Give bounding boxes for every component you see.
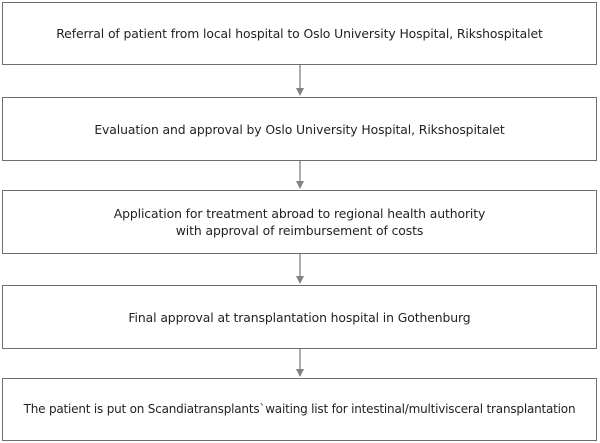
arrow-2-to-3 bbox=[296, 161, 304, 189]
step-3-text: Application for treatment abroad to regi… bbox=[114, 205, 486, 239]
step-3-application-box: Application for treatment abroad to regi… bbox=[2, 190, 597, 254]
step-5-waiting-list-box: The patient is put on Scandiatransplants… bbox=[2, 378, 597, 441]
step-4-final-approval-box: Final approval at transplantation hospit… bbox=[2, 285, 597, 349]
step-2-text: Evaluation and approval by Oslo Universi… bbox=[94, 121, 505, 137]
step-1-referral-box: Referral of patient from local hospital … bbox=[2, 2, 597, 65]
step-3-text-line-2: with approval of reimbursement of costs bbox=[175, 223, 424, 238]
step-2-evaluation-box: Evaluation and approval by Oslo Universi… bbox=[2, 97, 597, 161]
arrow-4-to-5 bbox=[296, 349, 304, 377]
step-5-text: The patient is put on Scandiatransplants… bbox=[23, 402, 576, 416]
step-3-text-line-1: Application for treatment abroad to regi… bbox=[113, 206, 486, 221]
step-1-text: Referral of patient from local hospital … bbox=[56, 26, 543, 41]
step-4-text: Final approval at transplantation hospit… bbox=[128, 309, 471, 325]
arrow-1-to-2 bbox=[296, 65, 304, 96]
arrow-3-to-4 bbox=[296, 254, 304, 284]
